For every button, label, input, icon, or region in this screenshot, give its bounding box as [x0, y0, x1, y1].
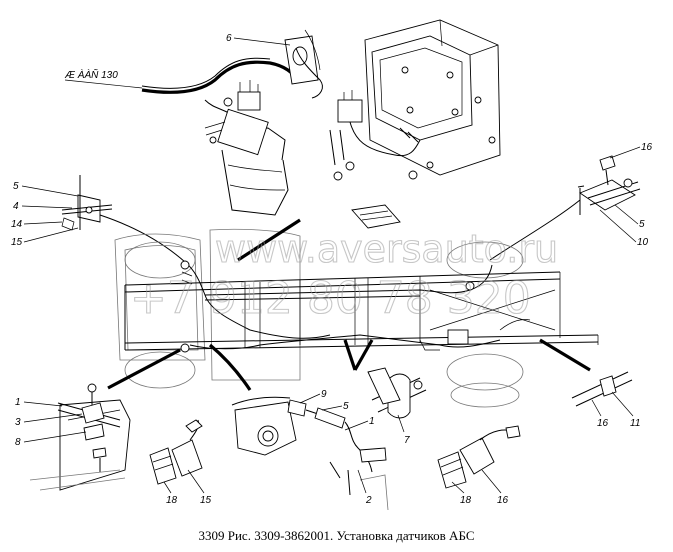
callout-1-left: 1 [15, 397, 21, 408]
callout-15-top: 15 [11, 237, 23, 248]
watermark-phone: +7 912 80 78 320 [130, 273, 531, 324]
abs-control-unit [329, 19, 501, 181]
callout-2: 2 [365, 495, 372, 506]
callout-18-left: 18 [166, 495, 178, 506]
callout-15-bottom: 15 [200, 495, 212, 506]
harness-label: Æ ÀÀÑ 130 [64, 68, 118, 81]
bottom-center-sensor-assembly [231, 396, 389, 511]
clamp-assembly [367, 367, 427, 419]
callout-11: 11 [630, 418, 640, 429]
figure-caption: 3309 Рис. 3309-3862001. Установка датчик… [198, 528, 475, 543]
abs-harness-assembly [141, 57, 302, 216]
callout-7: 7 [404, 435, 410, 446]
callout-16-right: 16 [597, 418, 609, 429]
truck-chassis-frame [114, 204, 599, 408]
callout-6: 6 [226, 33, 232, 44]
callout-3: 3 [15, 417, 21, 428]
right-pipe-clamp [571, 371, 633, 407]
abs-wheel-sensor-right [437, 425, 521, 489]
grommet-part [284, 29, 323, 99]
callout-14: 14 [11, 219, 23, 230]
left-sensor-bracket [61, 175, 186, 263]
bottom-left-sensor-bracket [29, 383, 131, 491]
callout-5-right: 5 [639, 219, 645, 230]
callout-8: 8 [15, 437, 21, 448]
watermark-url: www.aversauto.ru [215, 227, 558, 271]
callout-18-right: 18 [460, 495, 472, 506]
callout-1-center: 1 [369, 416, 375, 427]
callout-5-center: 5 [343, 401, 349, 412]
callout-4: 4 [13, 201, 19, 212]
callout-16-top-right: 16 [641, 142, 653, 153]
callout-arrows [107, 218, 591, 391]
callout-16-bottom: 16 [497, 495, 509, 506]
callout-5-top: 5 [13, 181, 19, 192]
right-sensor-bracket [489, 155, 641, 261]
callout-10: 10 [637, 237, 649, 248]
abs-wheel-sensor-left [149, 419, 203, 485]
callout-numbers: 6 5 4 14 15 16 5 10 1 3 8 9 5 1 7 16 11 … [11, 33, 653, 506]
callout-9: 9 [321, 389, 327, 400]
